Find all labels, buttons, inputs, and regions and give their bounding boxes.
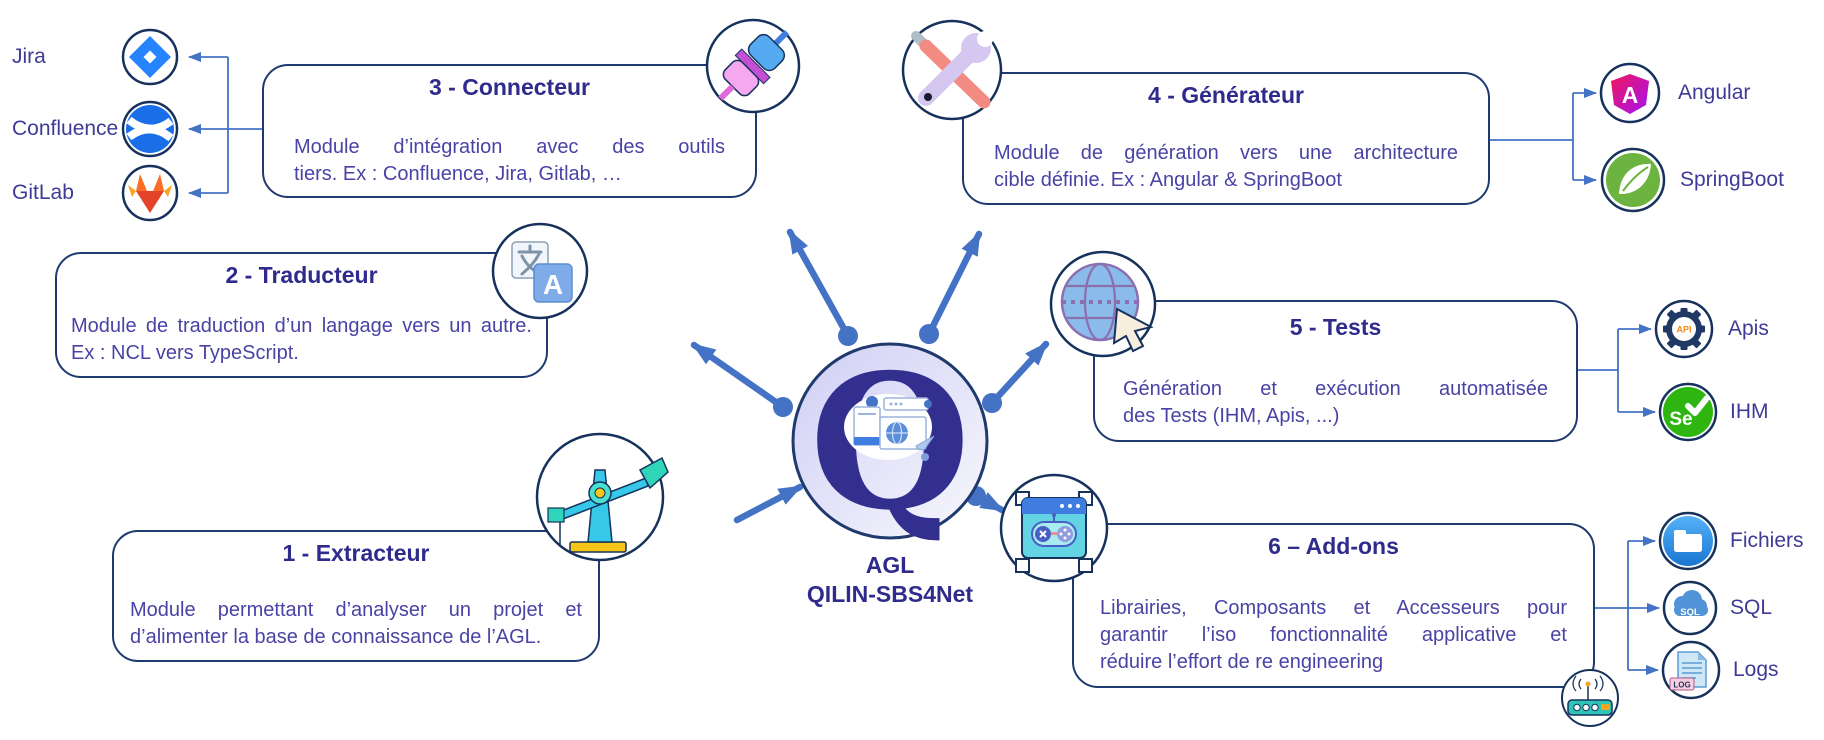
module-box-connecteur: 3 - Connecteur Module d’intégration avec… [262, 64, 757, 198]
label-logs: Logs [1733, 658, 1779, 681]
module-title-generateur: 4 - Générateur [1148, 82, 1304, 108]
svg-text:LOG: LOG [1673, 681, 1690, 690]
svg-text:API: API [1676, 325, 1691, 335]
module-box-tests: 5 - Tests Génération et exécution automa… [1093, 300, 1578, 442]
body-line: Module d’intégration avec des outils [294, 136, 725, 158]
label-springboot: SpringBoot [1680, 168, 1784, 191]
body-line: réduire l’effort de re engineering [1100, 651, 1384, 673]
module-body-generateur: Module de génération vers une architectu… [994, 140, 1458, 194]
hub-caption-line2: QILIN-SBS4Net [806, 581, 974, 607]
body-line: tiers. Ex : Confluence, Jira, Gitlab, … [294, 163, 622, 185]
hub-arrows [690, 228, 1050, 524]
tests-tree-lines [1578, 324, 1656, 417]
springboot-icon [1600, 147, 1666, 213]
gitlab-icon [121, 164, 179, 222]
module-title-traducteur: 2 - Traducteur [225, 262, 378, 288]
body-line: cible définie. Ex : Angular & SpringBoot [994, 169, 1342, 191]
module-body-traducteur: Module de traduction d’un langage vers u… [71, 313, 532, 367]
label-apis: Apis [1728, 317, 1769, 340]
label-confluence: Confluence [12, 117, 119, 140]
log-file-icon: LOG [1661, 640, 1721, 700]
body-line: Module de traduction d’un langage vers u… [71, 315, 532, 337]
body-line: des Tests (IHM, Apis, ...) [1123, 405, 1340, 427]
body-line: Module permettant d’analyser un projet e… [130, 599, 582, 621]
label-fichiers: Fichiers [1730, 529, 1804, 552]
svg-text:Q: Q [809, 333, 970, 551]
label-jira: Jira [12, 45, 46, 68]
svg-text:A: A [1622, 82, 1639, 108]
jira-icon [121, 28, 179, 86]
svg-text:Se: Se [1669, 409, 1692, 430]
module-box-traducteur: 2 - Traducteur Module de traduction d’un… [55, 252, 548, 378]
module-body-tests: Génération et exécution automatisée des T… [1123, 376, 1548, 430]
body-line: garantir l’iso fonctionnalité applicativ… [1100, 624, 1567, 646]
body-line: Librairies, Composants et Accesseurs pou… [1100, 597, 1567, 619]
left-tree-lines [188, 52, 262, 198]
addons-tree-lines [1595, 536, 1660, 675]
hub-caption-line1: AGL [865, 552, 915, 578]
body-line: Module de génération vers une architectu… [994, 142, 1458, 164]
module-body-addons: Librairies, Composants et Accesseurs pou… [1100, 595, 1567, 676]
api-gear-icon: API [1654, 299, 1714, 359]
label-angular: Angular [1678, 81, 1751, 104]
body-line: Génération et exécution automatisée [1123, 378, 1548, 400]
module-title-connecteur: 3 - Connecteur [428, 74, 591, 100]
body-line: d’alimenter la base de connaissance de l… [130, 626, 542, 648]
module-box-extracteur: 1 - Extracteur Module permettant d’analy… [112, 530, 600, 662]
angular-icon: A [1599, 62, 1661, 124]
body-line: Ex : NCL vers TypeScript. [71, 342, 299, 364]
module-body-connecteur: Module d’intégration avec des outils tier… [294, 134, 725, 188]
svg-text:SQL: SQL [1680, 607, 1700, 618]
module-box-addons: 6 – Add-ons Librairies, Composants et Ac… [1072, 523, 1595, 688]
hub-arrow-dots [773, 324, 1002, 506]
module-title-extracteur: 1 - Extracteur [282, 540, 430, 566]
module-box-generateur: 4 - Générateur Module de génération vers… [962, 72, 1490, 205]
module-body-extracteur: Module permettant d’analyser un projet e… [130, 597, 582, 651]
sql-cloud-icon: SQL [1662, 580, 1718, 636]
hub-caption: AGL QILIN-SBS4Net [740, 551, 1040, 609]
label-gitlab: GitLab [12, 181, 74, 204]
module-title-tests: 5 - Tests [1289, 314, 1382, 340]
folder-icon [1658, 511, 1718, 571]
label-sql: SQL [1730, 596, 1773, 619]
label-ihm: IHM [1730, 400, 1769, 423]
confluence-icon [121, 100, 179, 158]
q-logo-icon: Q [791, 333, 989, 551]
generator-tree-lines [1490, 88, 1597, 185]
module-title-addons: 6 – Add-ons [1268, 533, 1399, 559]
selenium-icon: Se [1658, 382, 1718, 442]
